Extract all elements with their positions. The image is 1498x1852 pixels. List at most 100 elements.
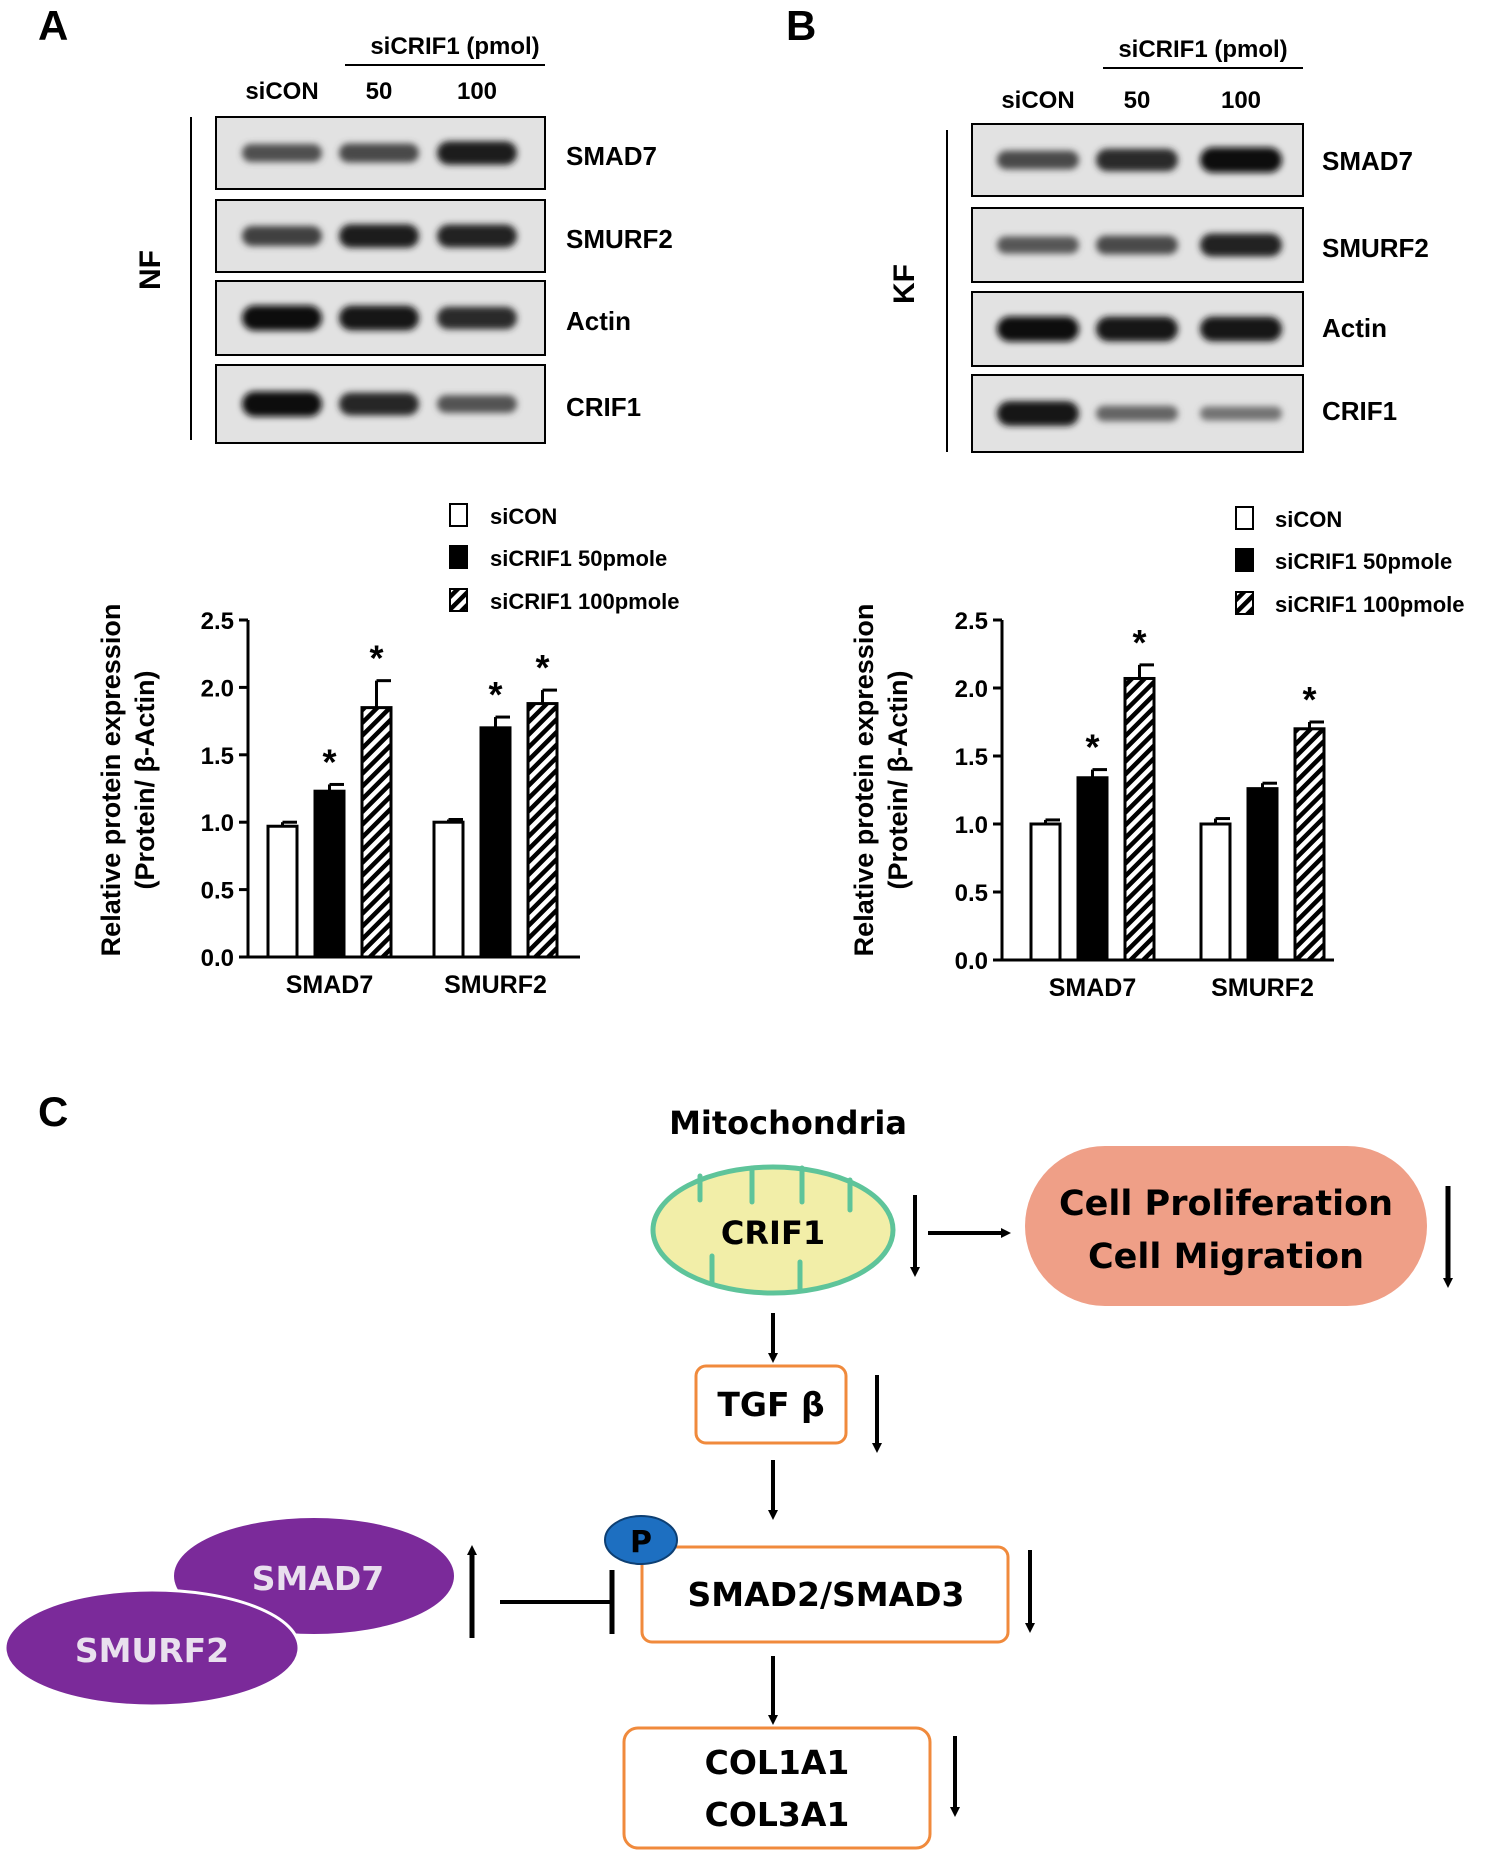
band-label: Actin xyxy=(566,306,631,336)
collagen-label: COL1A1 xyxy=(705,1743,850,1782)
x-category-label: SMURF2 xyxy=(1211,974,1314,1002)
lane-label: 100 xyxy=(1221,87,1261,114)
phospho-icon xyxy=(604,1515,678,1565)
blot-band xyxy=(1096,148,1178,172)
group-label-kf: KF xyxy=(888,264,921,304)
blot-band xyxy=(997,150,1079,170)
mitochondria-title: Mitochondria xyxy=(669,1104,907,1142)
collagen-node: COL1A1 COL3A1 xyxy=(622,1726,932,1850)
chart-legend: siCON siCRIF1 50pmole siCRIF1 100pmole xyxy=(449,503,680,614)
bar xyxy=(1293,727,1326,962)
blot-band xyxy=(242,226,322,246)
lane-label: siCON xyxy=(1001,87,1074,114)
panel-label-a: A xyxy=(38,2,68,49)
legend-swatch-sicon xyxy=(449,503,468,527)
blot-band xyxy=(242,391,322,417)
bar xyxy=(313,789,346,959)
outcome-label: Cell Migration xyxy=(1088,1237,1364,1277)
collagen-box xyxy=(622,1726,932,1850)
blot-band xyxy=(437,224,517,248)
y-tick-label: 1.5 xyxy=(201,743,234,770)
y-axis-title: (Protein/ β-Actin) xyxy=(883,671,913,890)
x-category-label: SMAD7 xyxy=(286,971,374,999)
bar xyxy=(526,702,559,959)
blot-band xyxy=(437,306,517,330)
lane-label: siCON xyxy=(245,78,318,105)
blot-band xyxy=(1096,316,1178,342)
smad23-node: SMAD2/SMAD3 P xyxy=(604,1515,1010,1644)
panel-label-b: B xyxy=(786,2,816,49)
blot-band xyxy=(339,392,419,416)
y-tick-label: 0.5 xyxy=(201,878,234,905)
legend-swatch-sicon xyxy=(1235,506,1254,530)
bar xyxy=(432,820,465,959)
significance-marker: * xyxy=(1132,622,1146,663)
significance-marker: * xyxy=(1085,727,1099,768)
significance-marker: * xyxy=(1302,679,1316,720)
pathway-diagram: Mitochondria CRIF1 Cell Proliferation Ce… xyxy=(3,1104,1453,1850)
smad7-smurf2-complex: SMAD7 SMURF2 xyxy=(3,1518,454,1708)
blot-band xyxy=(242,144,322,162)
plot-area: 0.00.51.01.52.02.5**SMAD7**SMURF2 xyxy=(201,608,580,999)
legend-label: siCRIF1 50pmole xyxy=(490,546,667,571)
significance-marker: * xyxy=(369,638,383,679)
plot-area: 0.00.51.01.52.02.5**SMAD7*SMURF2 xyxy=(955,608,1334,1002)
blot-band xyxy=(997,236,1079,254)
y-tick-label: 0.5 xyxy=(955,880,988,907)
bar xyxy=(360,706,393,959)
band-label: SMURF2 xyxy=(1322,233,1429,263)
western-blot-kf: siCRIF1 (pmol) siCON 50 100 KF SMAD7 SMU… xyxy=(888,36,1429,453)
blot-row-actin: Actin xyxy=(215,280,631,356)
legend-swatch-sicrif1-50 xyxy=(449,545,468,569)
blot-row-actin: Actin xyxy=(971,291,1387,367)
group-label-nf: NF xyxy=(134,250,167,290)
smad23-box xyxy=(640,1545,1010,1644)
blot-band xyxy=(1200,316,1282,342)
bar-chart-kf: siCON siCRIF1 50pmole siCRIF1 100pmole R… xyxy=(849,506,1465,1002)
y-axis-title: (Protein/ β-Actin) xyxy=(130,671,160,890)
tgf-box xyxy=(694,1364,848,1445)
legend-swatch-sicrif1-100 xyxy=(1235,591,1254,615)
tgf-node: TGF β xyxy=(694,1364,848,1445)
bar-chart-nf: siCON siCRIF1 50pmole siCRIF1 100pmole R… xyxy=(96,503,680,999)
bar xyxy=(1029,822,1062,962)
blot-row-smurf2: SMURF2 xyxy=(971,207,1429,283)
blot-band xyxy=(997,316,1079,342)
legend-label: siCON xyxy=(490,504,557,529)
band-label: CRIF1 xyxy=(566,392,641,422)
smad7-label: SMAD7 xyxy=(252,1559,385,1598)
y-tick-label: 0.0 xyxy=(955,948,988,975)
bar xyxy=(1246,787,1279,962)
chart-legend: siCON siCRIF1 50pmole siCRIF1 100pmole xyxy=(1235,506,1465,617)
y-tick-label: 2.5 xyxy=(955,608,988,635)
blot-band xyxy=(1200,233,1282,257)
bar xyxy=(479,726,512,959)
legend-label: siCON xyxy=(1275,507,1342,532)
y-axis-title: Relative protein expression xyxy=(96,604,126,957)
bar xyxy=(1199,822,1232,962)
y-axis-title: Relative protein expression xyxy=(849,604,879,957)
y-tick-label: 2.5 xyxy=(201,608,234,635)
blot-row-smad7: SMAD7 xyxy=(971,123,1413,197)
blot-band xyxy=(339,305,419,331)
y-tick-label: 0.0 xyxy=(201,945,234,972)
bar xyxy=(266,824,299,959)
phospho-label: P xyxy=(630,1525,652,1560)
legend-label: siCRIF1 50pmole xyxy=(1275,549,1452,574)
significance-marker: * xyxy=(322,741,336,782)
legend-swatch-sicrif1-100 xyxy=(449,588,468,612)
smad23-label: SMAD2/SMAD3 xyxy=(687,1575,964,1614)
y-tick-label: 1.0 xyxy=(955,812,988,839)
cristae xyxy=(697,1165,853,1293)
y-tick-label: 2.0 xyxy=(201,675,234,702)
blot-band xyxy=(1200,406,1282,421)
outcome-label: Cell Proliferation xyxy=(1059,1184,1393,1224)
blot-row-smurf2: SMURF2 xyxy=(215,199,673,273)
blot-band xyxy=(1200,147,1282,173)
blot-treatment-header: siCRIF1 (pmol) xyxy=(370,33,539,60)
western-blot-nf: siCRIF1 (pmol) siCON 50 100 NF SMAD7 SMU… xyxy=(134,33,673,444)
smurf2-label: SMURF2 xyxy=(75,1631,229,1670)
band-label: CRIF1 xyxy=(1322,396,1397,426)
blot-band xyxy=(437,395,517,413)
x-category-label: SMURF2 xyxy=(444,971,547,999)
